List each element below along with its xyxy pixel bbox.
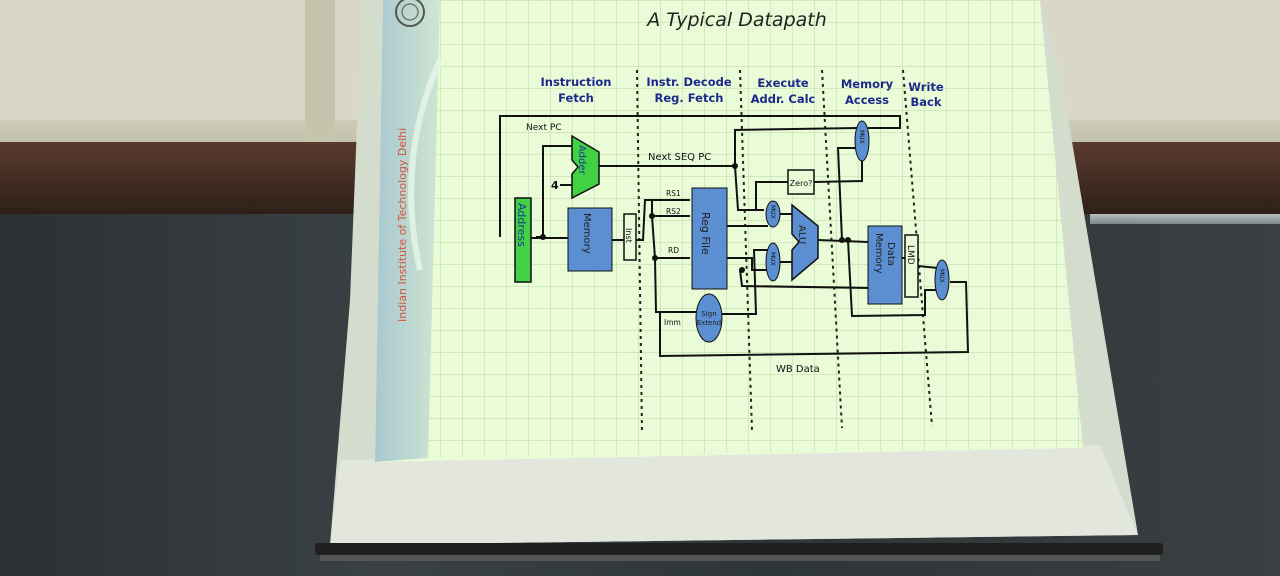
sign-extend xyxy=(695,293,723,343)
stage-1-line1: Instruction xyxy=(540,75,611,89)
wb-data-label: WB Data xyxy=(776,364,820,375)
sign-label: Sign xyxy=(701,310,716,318)
address-register xyxy=(514,197,532,283)
adder-label: Adder xyxy=(576,145,587,176)
rs2-label: RS2 xyxy=(666,207,681,216)
inst-label: Inst xyxy=(624,228,633,243)
alu xyxy=(791,203,819,282)
wire-next-seq-pc xyxy=(599,165,764,211)
alu-mux-b xyxy=(765,242,781,282)
junction xyxy=(845,237,851,243)
junction xyxy=(652,255,658,261)
pc-mux xyxy=(854,120,870,162)
alu-label: ALU xyxy=(796,225,807,244)
wire-rd-wb xyxy=(659,281,970,358)
junction xyxy=(540,234,546,240)
junction xyxy=(649,213,655,219)
stage-2-line2: Reg. Fetch xyxy=(655,91,724,105)
junction xyxy=(839,237,845,243)
wire-zero xyxy=(755,181,788,210)
stage-3-line1: Execute xyxy=(757,76,809,90)
institute-logo-inner xyxy=(401,3,419,21)
institute-logo xyxy=(395,0,425,27)
stage-4-line1: Memory xyxy=(841,77,894,91)
zero-label: Zero? xyxy=(790,179,813,188)
instruction-register xyxy=(623,213,637,261)
alu-mux-a-label: MUX xyxy=(769,205,776,219)
next-seq-pc-label: Next SEQ PC xyxy=(648,152,711,163)
stage-5-line2: Back xyxy=(911,95,942,109)
stage-2-line1: Instr. Decode xyxy=(646,75,732,89)
zero-detect xyxy=(787,169,815,195)
data-memory-label: Memory xyxy=(873,233,884,274)
screen-bottom-fabric xyxy=(330,445,1138,545)
board-reflection xyxy=(1090,214,1280,224)
stage-divider-1 xyxy=(636,69,643,433)
rd-label: RD xyxy=(668,246,679,255)
door-frame xyxy=(305,0,335,150)
data-label: Data xyxy=(885,242,896,266)
stage-1-line2: Fetch xyxy=(558,91,594,105)
slide-title: A Typical Datapath xyxy=(645,9,827,31)
address-label: Address xyxy=(515,203,528,247)
wire-ir-out xyxy=(636,199,690,241)
wire-regb-mem xyxy=(739,269,871,289)
junction xyxy=(739,267,745,273)
stage-3-line2: Addr. Calc xyxy=(751,92,816,106)
wire-mux-seq xyxy=(734,127,859,166)
sidebar-text: Indian Institute of Technology Delhi xyxy=(396,128,409,322)
wb-mux-label: MUX xyxy=(938,269,945,283)
rs1-label: RS1 xyxy=(666,189,681,198)
register-file xyxy=(691,187,728,290)
wire-reg-b xyxy=(727,257,768,271)
four-label: 4 xyxy=(551,179,559,192)
imm-label: Imm xyxy=(664,318,681,327)
alu-mux-a xyxy=(765,200,781,228)
pc-mux-label: MUX xyxy=(858,130,865,144)
wire-lmd-to-mux xyxy=(917,265,939,269)
lmd-label: LMD xyxy=(905,245,915,265)
junction xyxy=(732,163,738,169)
wb-mux xyxy=(934,259,950,301)
wire-alu-to-mux xyxy=(836,147,858,241)
slide-grid xyxy=(428,0,1083,458)
instruction-memory xyxy=(567,207,613,272)
memory-label: Memory xyxy=(581,213,592,254)
lmd-register xyxy=(904,234,919,298)
alu-mux-b-label: MUX xyxy=(769,252,776,266)
wire-next-pc xyxy=(499,115,901,237)
slide-sidebar xyxy=(375,0,440,462)
data-memory xyxy=(867,225,903,305)
screen-bottom-bar-shadow xyxy=(320,555,1160,561)
sidebar-swoosh xyxy=(408,58,443,271)
wire-alu-to-lmd-mux xyxy=(847,239,936,318)
stage-5-line1: Write xyxy=(908,80,944,94)
adder xyxy=(571,134,600,200)
next-pc-label: Next PC xyxy=(526,123,562,133)
extend-label: Extend xyxy=(697,319,722,327)
wire-imm xyxy=(654,257,697,313)
screen-bottom-bar xyxy=(315,543,1163,555)
wire-imm-ext xyxy=(722,249,768,315)
stage-4-line2: Access xyxy=(845,93,889,107)
wire-zero-out xyxy=(813,160,863,183)
reg-file-label: Reg File xyxy=(699,212,712,255)
